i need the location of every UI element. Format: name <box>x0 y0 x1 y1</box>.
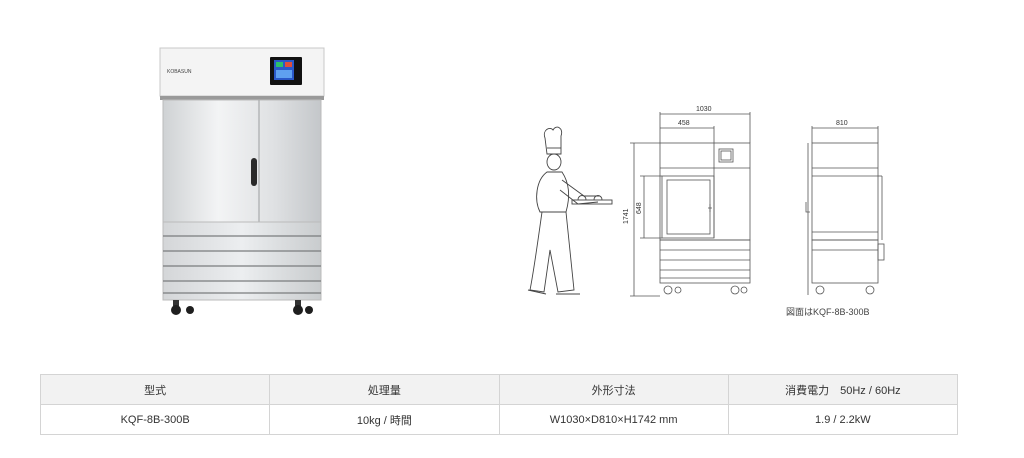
dim-height-door: 648 <box>636 202 643 214</box>
dim-width-door: 458 <box>678 120 690 127</box>
header-capacity: 処理量 <box>269 374 500 405</box>
product-photo: KOBASUN <box>159 47 325 315</box>
cell-capacity: 10kg / 時間 <box>269 404 500 435</box>
header-dimensions: 外形寸法 <box>498 374 729 405</box>
dim-depth: 810 <box>836 120 848 127</box>
cell-dimensions: W1030×D810×H1742 mm <box>498 404 729 435</box>
header-model: 型式 <box>39 374 271 405</box>
drawing-caption: 図面はKQF-8B-300B <box>786 307 870 317</box>
spec-table: 型式 処理量 外形寸法 消費電力 50Hz / 60Hz KQF-8B-300B… <box>39 374 959 435</box>
chef-figure <box>527 126 613 295</box>
cell-model: KQF-8B-300B <box>39 404 271 435</box>
brand-logo: KOBASUN <box>167 69 192 75</box>
front-elevation <box>630 112 751 297</box>
spec-header-row: 型式 処理量 外形寸法 消費電力 50Hz / 60Hz <box>39 374 959 405</box>
cell-power: 1.9 / 2.2kW <box>727 404 959 435</box>
technical-drawing: 1030 458 1741 648 810 <box>527 106 885 297</box>
dim-height-total: 1741 <box>623 208 630 224</box>
header-power: 消費電力 50Hz / 60Hz <box>727 374 959 405</box>
table-row: KQF-8B-300B 10kg / 時間 W1030×D810×H1742 m… <box>39 404 959 435</box>
side-elevation <box>805 126 885 295</box>
dim-width-total: 1030 <box>696 106 712 113</box>
